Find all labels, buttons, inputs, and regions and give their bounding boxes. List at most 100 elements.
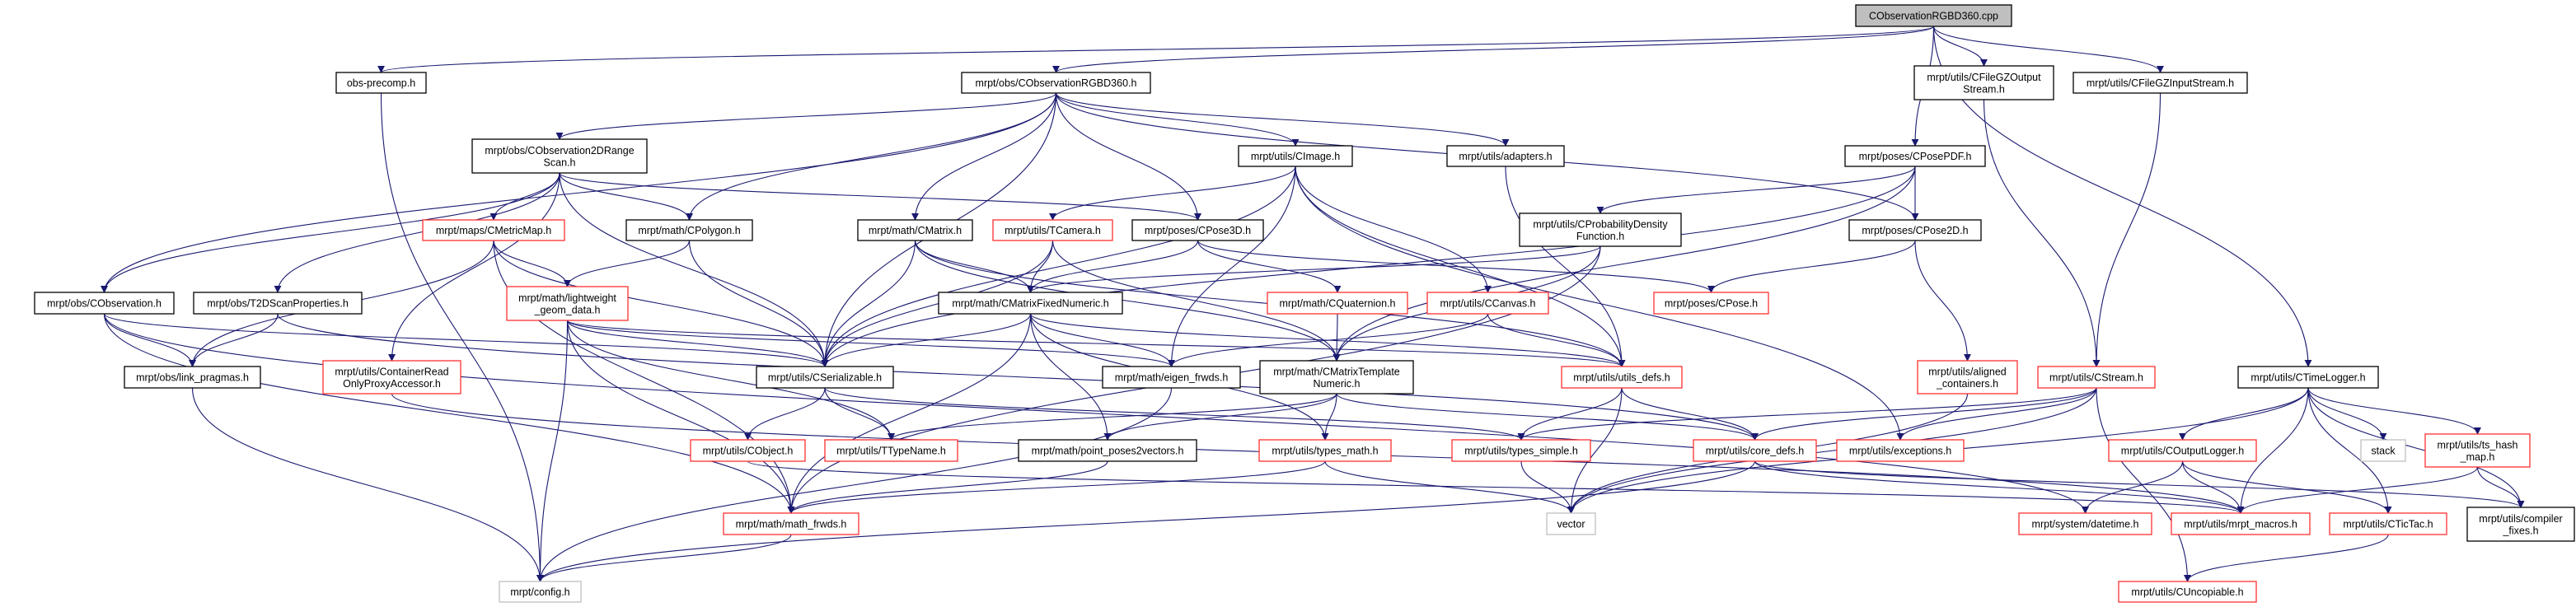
node-cobservationrgbd360-cpp[interactable]: CObservationRGBD360.cpp	[1855, 4, 2012, 27]
node-box	[193, 292, 363, 315]
edge-tshash-to-macros	[2236, 466, 2479, 514]
node-mrpt-utils-ctictac-h[interactable]: mrpt/utils/CTicTac.h	[2329, 512, 2447, 535]
node-mrpt-utils-coutputlogger-h[interactable]: mrpt/utils/COutputLogger.h	[2108, 439, 2257, 462]
edge-gzout-to-cstream	[1983, 99, 2101, 367]
edge-cmtemplate-to-pointposes	[1103, 393, 1337, 441]
edge-utilsdefs-to-typessimple	[1517, 387, 1623, 441]
edge-cmfixed-to-mathfrwds	[787, 313, 1032, 514]
node-obs-precomp-h[interactable]: obs-precomp.h	[335, 72, 427, 94]
node-box	[1693, 439, 1817, 462]
edge-cimage-to-cserial	[821, 166, 1296, 367]
node-mrpt-obs-cobservationrgbd360-h[interactable]: mrpt/obs/CObservationRGBD360.h	[961, 72, 1151, 94]
node-mrpt-obs-t2dscanproperties-h[interactable]: mrpt/obs/T2DScanProperties.h	[193, 292, 363, 315]
node-label: mrpt/poses/CPose2D.h	[1862, 225, 1968, 236]
node-mrpt-utils-core-defs-h[interactable]: mrpt/utils/core_defs.h	[1693, 439, 1817, 462]
edge-posepdf-to-cmtemplate	[1332, 166, 1916, 362]
node-label: mrpt/obs/T2DScanProperties.h	[207, 298, 349, 310]
edge-cimage-to-eigen	[1168, 166, 1296, 367]
node-box	[322, 360, 461, 395]
node-box	[1258, 439, 1392, 462]
edge-typesmath-to-vector	[1324, 460, 1575, 514]
node-mrpt-utils-types-math-h[interactable]: mrpt/utils/types_math.h	[1258, 439, 1392, 462]
node-label: obs-precomp.h	[347, 77, 415, 89]
node-mrpt-maps-cmetricmap-h[interactable]: mrpt/maps/CMetricMap.h	[422, 219, 565, 241]
edge-coredefs-to-compfixes	[1754, 460, 2525, 508]
edge-lwgeom-to-eigen	[566, 320, 1175, 367]
node-box	[824, 439, 958, 462]
node-mrpt-utils-types-simple-h[interactable]: mrpt/utils/types_simple.h	[1451, 439, 1591, 462]
node-mrpt-poses-cpose2d-h[interactable]: mrpt/poses/CPose2D.h	[1848, 219, 1982, 241]
node-mrpt-utils-cserializable-h[interactable]: mrpt/utils/CSerializable.h	[756, 366, 894, 389]
node-box	[938, 292, 1123, 315]
edge-ctimelogger-to-coutputlogger	[2179, 387, 2309, 441]
node-stack[interactable]: stack	[2360, 439, 2406, 462]
node-mrpt-utils-containerreadonlyproxyaccessor-h[interactable]: mrpt/utils/ContainerReadOnlyProxyAccesso…	[322, 360, 461, 395]
node-box	[2171, 512, 2311, 535]
node-mrpt-utils-exceptions-h[interactable]: mrpt/utils/exceptions.h	[1836, 439, 1965, 462]
node-mrpt-utils-ccanvas-h[interactable]: mrpt/utils/CCanvas.h	[1426, 292, 1549, 315]
node-mrpt-utils-cstream-h[interactable]: mrpt/utils/CStream.h	[2037, 366, 2156, 389]
node-mrpt-math-point-poses2vectors-h[interactable]: mrpt/math/point_poses2vectors.h	[1018, 439, 1197, 462]
node-label: Scan.h	[544, 156, 576, 168]
node-mrpt-math-cmatrix-h[interactable]: mrpt/math/CMatrix.h	[857, 219, 973, 241]
node-mrpt-utils-tcamera-h[interactable]: mrpt/utils/TCamera.h	[992, 219, 1113, 241]
node-box	[961, 72, 1151, 94]
node-mrpt-utils-mrpt-macros-h[interactable]: mrpt/utils/mrpt_macros.h	[2171, 512, 2311, 535]
node-vector[interactable]: vector	[1546, 512, 1596, 535]
node-mrpt-poses-cposepdf-h[interactable]: mrpt/poses/CPosePDF.h	[1844, 145, 1986, 167]
node-mrpt-obs-link-pragmas-h[interactable]: mrpt/obs/link_pragmas.h	[124, 366, 261, 389]
edge-cstream-to-coredefs	[1751, 387, 2097, 441]
edge-cpolygon-to-lwgeom	[564, 240, 691, 287]
node-mrpt-math-cmatrixfixednumeric-h[interactable]: mrpt/math/CMatrixFixedNumeric.h	[938, 292, 1123, 315]
node-box	[2108, 439, 2257, 462]
node-mrpt-utils-adapters-h[interactable]: mrpt/utils/adapters.h	[1446, 145, 1565, 167]
edge-cmtemplate-to-typesmath	[1321, 393, 1337, 441]
node-mrpt-utils-compiler-fixes-h[interactable]: mrpt/utils/compiler_fixes.h	[2466, 507, 2575, 542]
node-mrpt-utils-ttypename-h[interactable]: mrpt/utils/TTypeName.h	[824, 439, 958, 462]
node-mrpt-poses-cpose3d-h[interactable]: mrpt/poses/CPose3D.h	[1131, 219, 1264, 241]
node-label: mrpt/math/math_frwds.h	[736, 519, 847, 530]
node-mrpt-obs-cobservation-h[interactable]: mrpt/obs/CObservation.h	[34, 292, 175, 315]
node-mrpt-utils-cfilegzinputstream-h[interactable]: mrpt/utils/CFileGZInputStream.h	[2073, 72, 2248, 94]
edge-utilsdefs-to-coredefs	[1621, 387, 1759, 441]
edge-mathfrwds-to-config	[536, 534, 792, 582]
node-mrpt-math-cquaternion-h[interactable]: mrpt/math/CQuaternion.h	[1267, 292, 1408, 315]
edge-range2d-to-cmetricmap	[489, 172, 560, 221]
node-label: mrpt/utils/ts_hash	[2438, 439, 2518, 451]
node-mrpt-math-math-frwds-h[interactable]: mrpt/math/math_frwds.h	[723, 512, 859, 535]
node-mrpt-config-h[interactable]: mrpt/config.h	[499, 581, 582, 603]
node-mrpt-utils-ctimelogger-h[interactable]: mrpt/utils/CTimeLogger.h	[2237, 366, 2379, 389]
edge-lwgeom-to-utilsdefs	[566, 320, 1626, 367]
edge-range2d-to-cpose3d	[559, 172, 1201, 221]
node-label: Numeric.h	[1314, 378, 1361, 390]
node-mrpt-utils-aligned-containers-h[interactable]: mrpt/utils/aligned_containers.h	[1917, 360, 2018, 395]
edge-cobject-to-macros	[747, 460, 2245, 514]
node-mrpt-utils-cuncopiable-h[interactable]: mrpt/utils/CUncopiable.h	[2118, 581, 2257, 603]
node-mrpt-math-cpolygon-h[interactable]: mrpt/math/CPolygon.h	[625, 219, 753, 241]
edge-cmetricmap-to-mathfrwds	[493, 240, 795, 514]
nodes-layer: CObservationRGBD360.cpp obs-precomp.h mrpt…	[34, 4, 2575, 603]
node-label: _fixes.h	[2502, 525, 2538, 536]
node-label: CObservationRGBD360.cpp	[1869, 11, 1998, 22]
edge-cmatrix-to-cmfixed	[914, 240, 1034, 293]
node-label: mrpt/utils/CCanvas.h	[1440, 298, 1535, 310]
node-box	[1426, 292, 1549, 315]
edge-cserial-to-cobject	[744, 387, 826, 441]
edge-lwgeom-to-ttypename	[566, 320, 895, 441]
node-label: mrpt/obs/CObservationRGBD360.h	[976, 77, 1137, 89]
edge-linkpragmas-to-config	[191, 387, 544, 582]
node-mrpt-math-lightweight-geom-data-h[interactable]: mrpt/math/lightweight_geom_data.h	[506, 286, 629, 321]
node-mrpt-utils-cobject-h[interactable]: mrpt/utils/CObject.h	[690, 439, 806, 462]
node-mrpt-utils-ts-hash-map-h[interactable]: mrpt/utils/ts_hash_map.h	[2424, 433, 2531, 468]
node-mrpt-poses-cpose-h[interactable]: mrpt/poses/CPose.h	[1653, 292, 1769, 315]
node-mrpt-utils-utils-defs-h[interactable]: mrpt/utils/utils_defs.h	[1561, 366, 1683, 389]
edge-cobservation-to-datetime	[103, 313, 2089, 514]
node-label: mrpt/math/CPolygon.h	[638, 225, 740, 236]
node-mrpt-math-eigen-frwds-h[interactable]: mrpt/math/eigen_frwds.h	[1102, 366, 1241, 389]
node-mrpt-system-datetime-h[interactable]: mrpt/system/datetime.h	[2018, 512, 2152, 535]
node-mrpt-utils-cimage-h[interactable]: mrpt/utils/CImage.h	[1238, 145, 1353, 167]
